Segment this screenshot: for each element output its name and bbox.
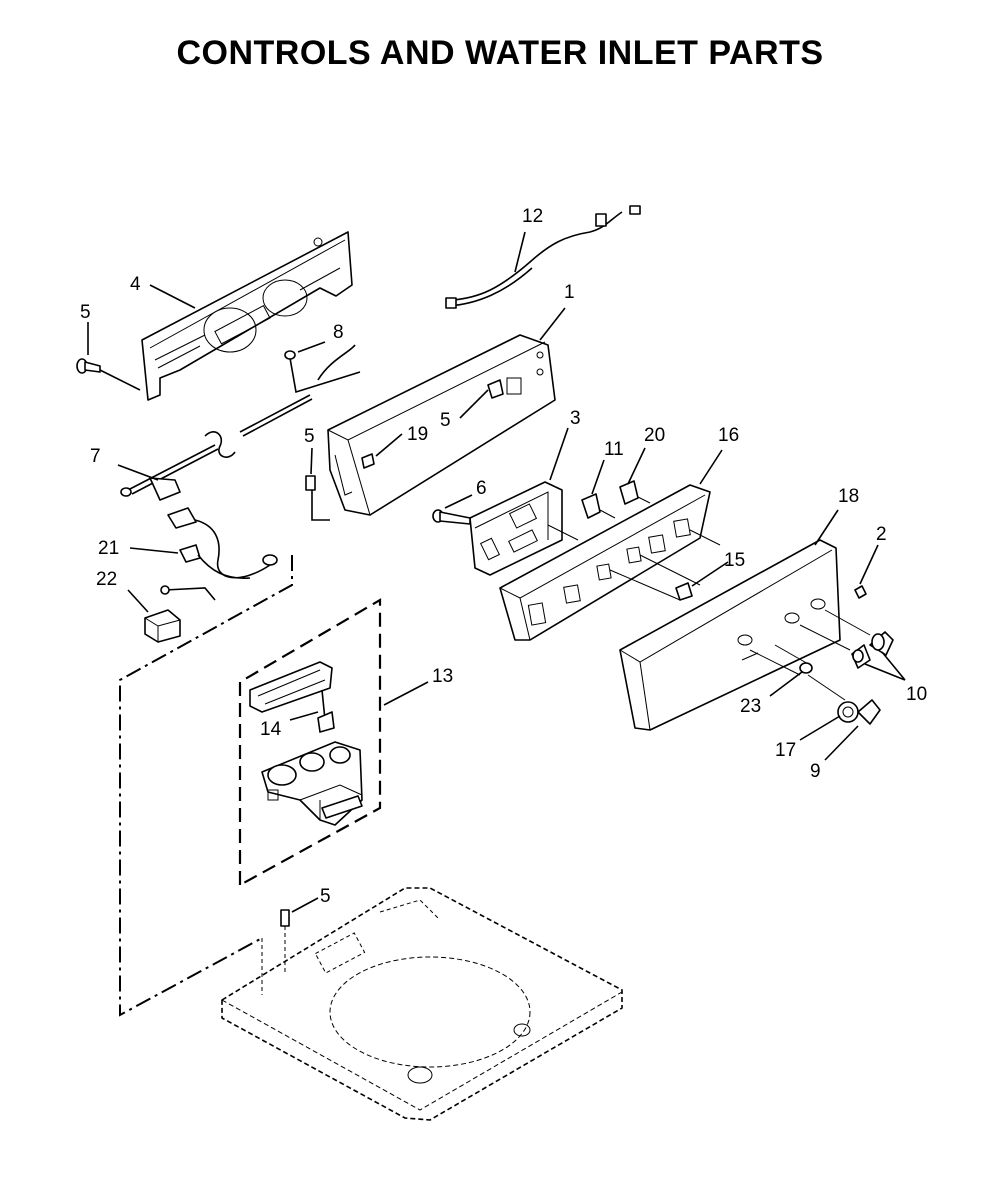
callout-4: 4 xyxy=(130,274,141,295)
part-8-wire xyxy=(284,344,361,394)
part-17-skirt xyxy=(837,701,859,723)
callout-20: 20 xyxy=(644,425,665,446)
part-5-screw-c xyxy=(305,475,330,521)
part-5-screw-b xyxy=(487,379,504,399)
callout-15: 15 xyxy=(724,550,745,571)
callout-21: 21 xyxy=(98,538,119,559)
leader-5a xyxy=(99,369,141,391)
callout-5: 5 xyxy=(80,302,91,323)
callout-16: 16 xyxy=(718,425,739,446)
callout-17: 17 xyxy=(775,740,796,761)
leader-lines xyxy=(87,231,906,913)
part-13-valve-assembly xyxy=(249,661,363,826)
callout-5: 5 xyxy=(320,886,331,907)
callout-10: 10 xyxy=(906,684,927,705)
part-5-screw-d xyxy=(280,909,290,975)
part-20-bracket xyxy=(619,480,651,505)
callout-5: 5 xyxy=(304,426,315,447)
assembly-box-13 xyxy=(238,598,382,887)
callout-23: 23 xyxy=(740,696,761,717)
callout-22: 22 xyxy=(96,569,117,590)
callout-7: 7 xyxy=(90,446,101,467)
callout-8: 8 xyxy=(333,322,344,343)
callout-13: 13 xyxy=(432,666,453,687)
callout-18: 18 xyxy=(838,486,859,507)
part-7-cable xyxy=(120,394,313,501)
part-4-bracket xyxy=(141,231,353,401)
part-3-control-board xyxy=(469,481,563,576)
callout-11: 11 xyxy=(604,439,624,460)
part-9-knob xyxy=(857,699,881,725)
part-19-clip xyxy=(361,453,375,469)
callout-14: 14 xyxy=(260,719,282,740)
callout-2: 2 xyxy=(876,524,887,545)
part-10-knob-lower xyxy=(851,644,871,669)
part-16-housing xyxy=(499,484,721,641)
part-21-harness xyxy=(160,507,278,601)
part-10-knob-upper xyxy=(869,631,894,656)
part-5-screw-a xyxy=(76,358,101,374)
assembly-line-harness xyxy=(119,555,293,1017)
callout-12: 12 xyxy=(522,206,543,227)
callout-9: 9 xyxy=(810,761,821,782)
part-11-bracket xyxy=(581,493,616,519)
part-23-clip xyxy=(799,662,813,674)
callout-1: 1 xyxy=(564,282,575,303)
part-15-knob-insert xyxy=(675,582,693,601)
part-18-front-panel xyxy=(619,539,841,731)
callout-5: 5 xyxy=(440,410,451,431)
washer-top-cabinet xyxy=(221,887,623,1121)
part-12-harness xyxy=(445,205,641,309)
part-2-screw xyxy=(854,585,867,599)
part-6-screw xyxy=(432,509,471,525)
part-22-switch xyxy=(144,609,181,643)
callout-3: 3 xyxy=(570,408,581,429)
callout-6: 6 xyxy=(476,478,487,499)
diagram-title: CONTROLS AND WATER INLET PARTS xyxy=(176,34,824,72)
callout-19: 19 xyxy=(407,424,428,445)
callout-labels: 4 5 8 12 1 5 19 5 3 6 11 20 16 7 21 22 1… xyxy=(80,206,927,907)
